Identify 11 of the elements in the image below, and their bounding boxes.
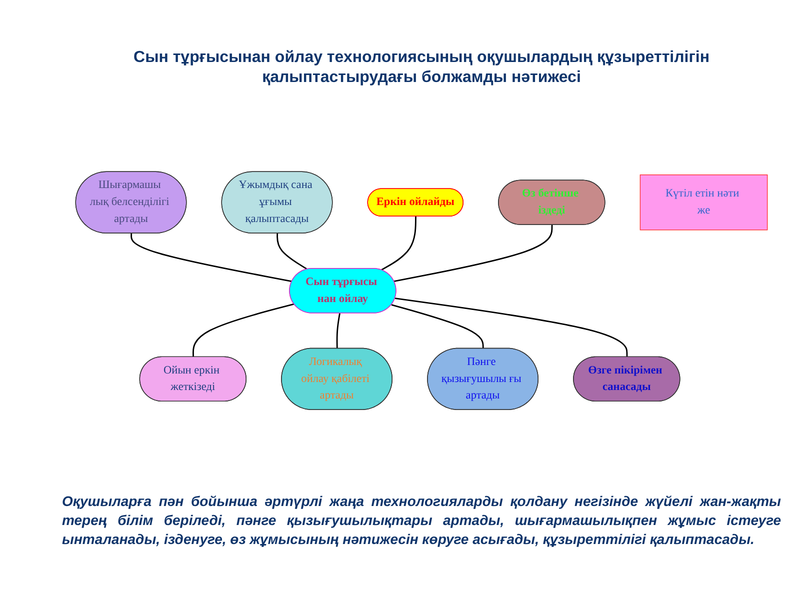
connector (192, 304, 294, 358)
connector (394, 225, 553, 282)
connector (380, 216, 416, 271)
connector (336, 313, 340, 349)
title: Сын тұрғысынан ойлау технологиясының оқушылардың құзыреттілігін қалыптастырудағы болжамды нәтижесі (132, 48, 710, 88)
node-box: Күтіл етін нәти же (640, 174, 768, 231)
connector (394, 298, 628, 358)
connector (276, 234, 308, 270)
connector (391, 304, 484, 349)
caption: Оқушыларға пән бойынша әртүрлі жаңа технологияларды қолдану негізінде жүйелі жан-жақты терең білім беріледі, пәнге қызығушылықтары артады, шығармашылықпен жұмыс істеуге ынталанады, ізденуге, өз жұмысының нәтижесін көруге асығады, құзыреттілігі қалыптасады. (62, 492, 781, 549)
connector (130, 234, 292, 282)
